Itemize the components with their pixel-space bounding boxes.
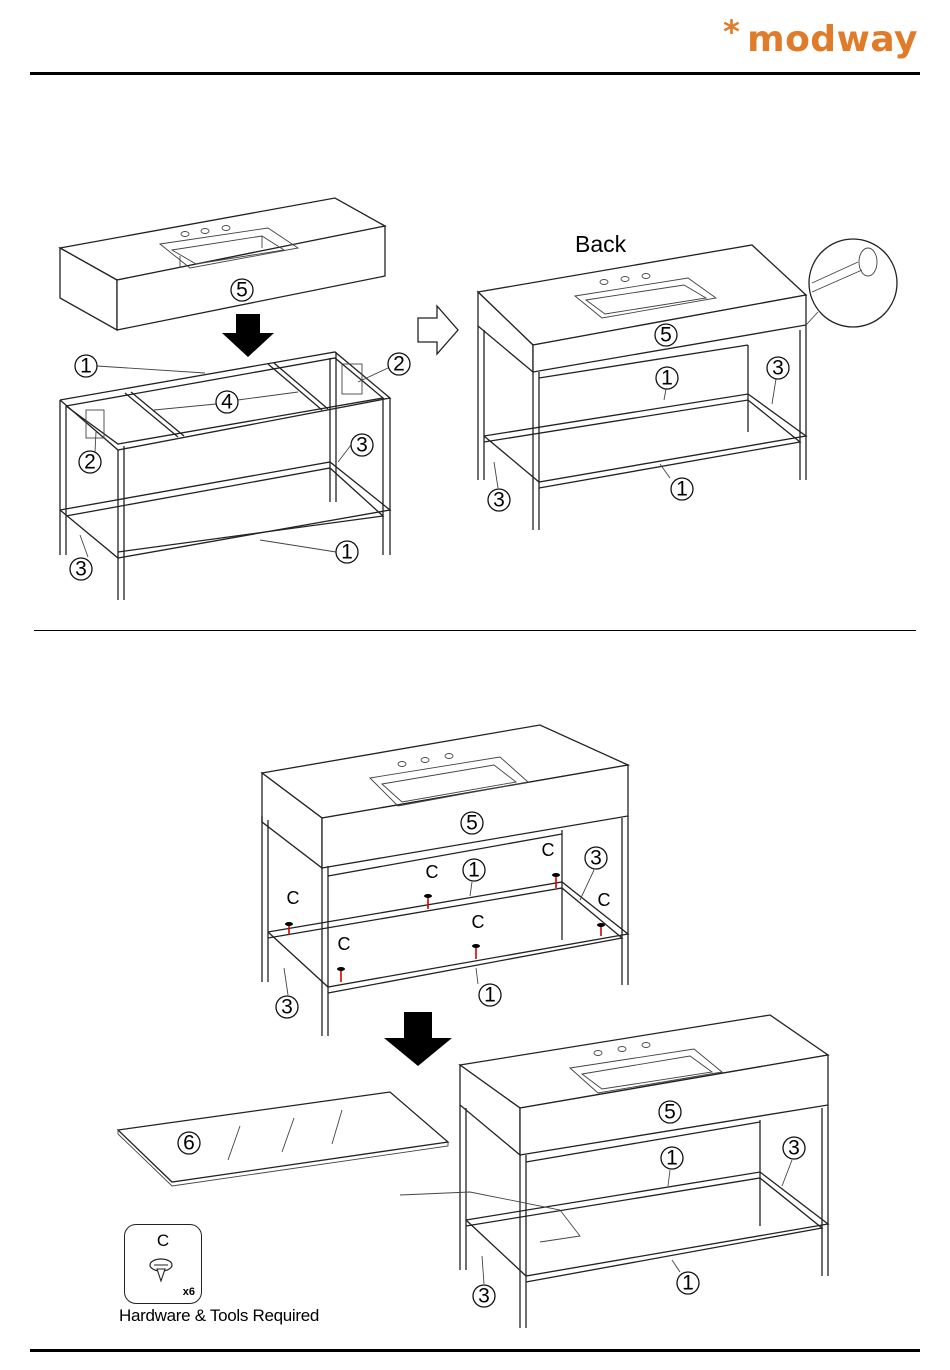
screw-letter-1: C bbox=[287, 888, 300, 908]
callout-leg-right-label: 3 bbox=[356, 434, 368, 457]
screw-letter-4: C bbox=[338, 934, 351, 954]
callout-brace-label: 4 bbox=[221, 391, 233, 414]
screw-letter-6: C bbox=[598, 890, 611, 910]
hardware-box: C x6 bbox=[124, 1224, 202, 1304]
hardware-letter: C bbox=[125, 1231, 201, 1251]
screw-letter-2: C bbox=[426, 862, 439, 882]
result-callout-leg-left-label: 3 bbox=[493, 489, 505, 512]
callout-rail-bottom-label: 1 bbox=[341, 541, 353, 564]
result-callout-leg-right-label: 3 bbox=[772, 357, 784, 380]
result-callout-countertop-label: 5 bbox=[660, 324, 672, 347]
hardware-quantity: x6 bbox=[183, 1286, 195, 1298]
callout-panel-label: 6 bbox=[183, 1132, 195, 1155]
result-callout-rail-upper-label: 1 bbox=[661, 367, 673, 390]
result-callout-rail-lower-label: 1 bbox=[676, 478, 688, 501]
final-callout-leg-right-label: 3 bbox=[788, 1137, 800, 1160]
down-arrow-icon-2 bbox=[384, 1012, 452, 1066]
step2-callout-leg-right-label: 3 bbox=[590, 847, 602, 870]
final-callout-leg-left-label: 3 bbox=[478, 1285, 490, 1308]
step2-callout-leg-left-label: 3 bbox=[281, 996, 293, 1019]
step2-callout-rail-bottom-label: 1 bbox=[484, 984, 496, 1007]
right-arrow-icon bbox=[418, 306, 458, 354]
down-arrow-icon bbox=[222, 314, 274, 357]
glass-shelf-panel: 6 bbox=[118, 1092, 448, 1186]
screw-letter-5: C bbox=[472, 912, 485, 932]
callout-rail-top-label: 1 bbox=[80, 355, 92, 378]
callout-bracket-right-label: 2 bbox=[393, 353, 405, 376]
step1-exploded-view: 1 2 4 3 2 1 3 5 bbox=[60, 198, 410, 600]
step2-callout-rail-label: 1 bbox=[468, 859, 480, 882]
step2-result-view: 5 1 3 1 3 bbox=[400, 1015, 828, 1328]
screw-letter-3: C bbox=[542, 840, 555, 860]
countertop-part bbox=[60, 198, 385, 330]
hardware-caption: Hardware & Tools Required bbox=[119, 1306, 319, 1326]
screw-icon bbox=[147, 1257, 179, 1287]
callout-countertop-label: 5 bbox=[236, 279, 248, 302]
callout-leg-left-label: 3 bbox=[75, 558, 87, 581]
step1-result-view: Back 5 1 3 1 bbox=[478, 231, 897, 530]
back-label: Back bbox=[575, 231, 627, 257]
callout-bracket-left-label: 2 bbox=[84, 451, 96, 474]
final-callout-rail-bottom-label: 1 bbox=[682, 1272, 694, 1295]
step2-screw-view: C C C C C C 5 1 3 1 3 bbox=[262, 725, 628, 1036]
step2-callout-countertop-label: 5 bbox=[466, 812, 478, 835]
detail-magnifier bbox=[809, 239, 897, 327]
final-callout-countertop-label: 5 bbox=[664, 1101, 676, 1124]
final-callout-rail-label: 1 bbox=[666, 1147, 678, 1170]
